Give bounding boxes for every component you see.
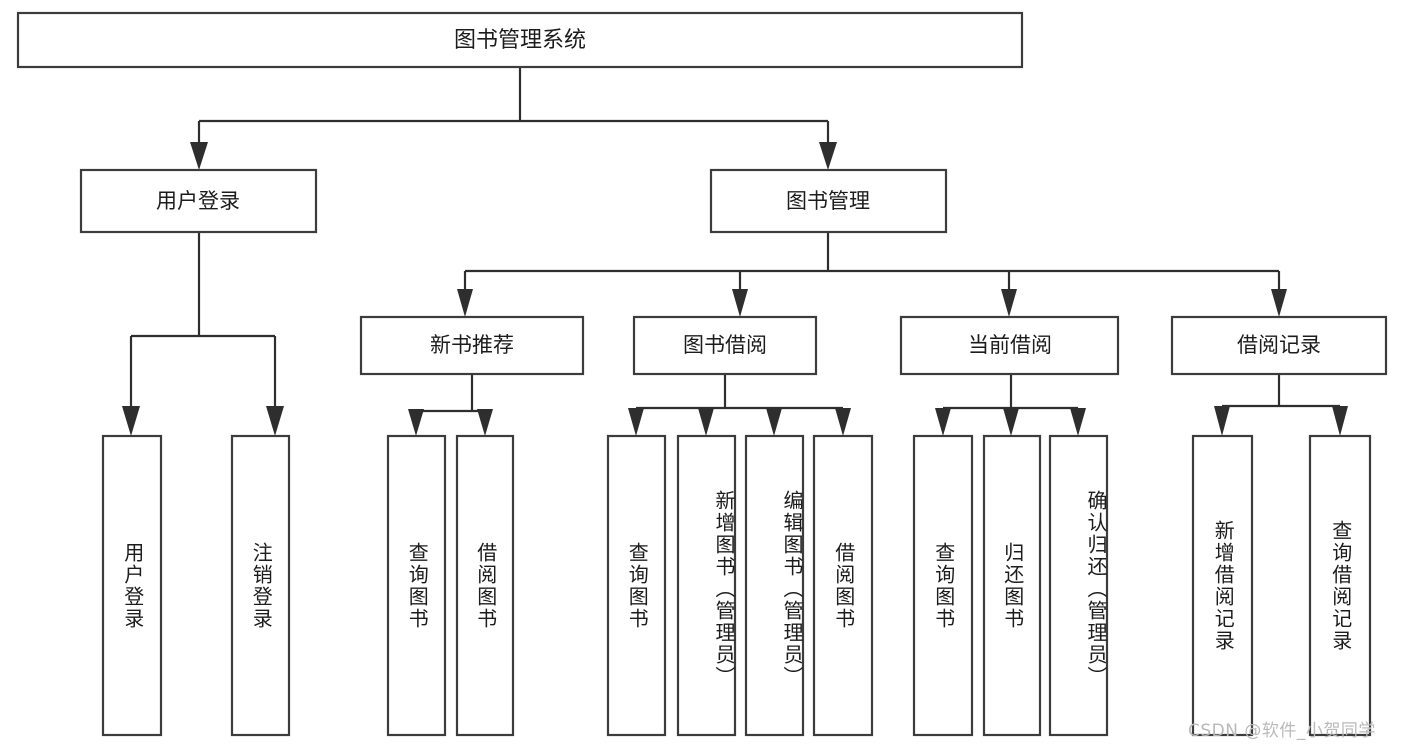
node-current-borrow-label: 当前借阅 [968,333,1052,357]
arrow-head-bw-leaf-1 [628,408,644,436]
arrow-head-cur-leaf-2 [1003,408,1019,436]
leaf-box-return-book[interactable] [982,434,1042,737]
node-user-login-label: 用户登录 [156,189,240,213]
node-borrow-records-label: 借阅记录 [1237,333,1321,357]
arrow-head-borrow [732,289,748,317]
leaf-box-confirm-return-admin[interactable] [1048,434,1109,737]
leaf-box-query-borrow-record[interactable] [1308,434,1372,737]
arrow-head-bw-leaf-4 [835,408,851,436]
node-new-book-recommend-box[interactable] [359,315,585,376]
node-book-borrow-label: 图书借阅 [683,333,767,357]
leaf-boxes-group [101,434,1372,737]
node-current-borrow-box[interactable] [899,315,1120,376]
node-borrow-records[interactable]: 借阅记录 [1170,315,1388,376]
leaf-box-add-borrow-record[interactable] [1191,434,1254,737]
arrow-head-nb-leaf-2 [477,409,493,436]
arrow-head-bw-leaf-3 [766,408,782,436]
arrow-head-rec-leaf-1 [1214,406,1230,436]
arrow-head-leaf-logout [266,406,284,436]
node-book-borrow[interactable]: 图书借阅 [632,315,818,376]
leaf-box-user-login[interactable] [101,434,163,737]
leaf-box-query-book-bw[interactable] [606,434,667,737]
arrow-head-user-login [190,142,208,170]
arrow-head-bw-leaf-2 [698,408,714,436]
node-root-label: 图书管理系统 [454,28,586,53]
arrow-head-nb-leaf-1 [408,409,424,436]
node-book-management-label: 图书管理 [786,189,870,213]
node-book-management-box[interactable] [709,168,948,234]
node-book-management[interactable]: 图书管理 [709,168,948,234]
leaf-box-edit-book-admin[interactable] [744,434,805,737]
arrow-head-cur-leaf-1 [935,408,951,436]
leaf-box-add-book-admin[interactable] [676,434,737,737]
leaf-box-borrow-book-bw[interactable] [812,434,874,737]
arrow-head-rec-leaf-2 [1332,406,1348,436]
arrow-head-records [1271,289,1287,317]
node-new-book-recommend[interactable]: 新书推荐 [359,315,585,376]
leaf-box-borrow-book-nb[interactable] [455,434,515,737]
node-new-book-recommend-label: 新书推荐 [430,333,514,357]
leaf-box-logout[interactable] [230,434,291,737]
node-root[interactable]: 图书管理系统 [16,11,1024,69]
node-current-borrow[interactable]: 当前借阅 [899,315,1120,376]
node-user-login[interactable]: 用户登录 [79,168,318,234]
arrow-head-book-mgmt [819,142,837,170]
arrow-head-leaf-user-login [122,406,140,436]
leaf-box-query-book-nb[interactable] [386,434,447,737]
node-book-borrow-box[interactable] [632,315,818,376]
node-root-box[interactable] [16,11,1024,69]
arrow-head-new-books [457,289,473,317]
leaf-box-query-book-cur[interactable] [912,434,974,737]
csdn-watermark: CSDN @软件_小贺同学 [1188,721,1376,741]
node-user-login-box[interactable] [79,168,318,234]
node-borrow-records-box[interactable] [1170,315,1388,376]
arrow-head-current [1001,289,1017,317]
arrow-head-cur-leaf-3 [1070,408,1086,436]
connector-group [122,67,1348,436]
